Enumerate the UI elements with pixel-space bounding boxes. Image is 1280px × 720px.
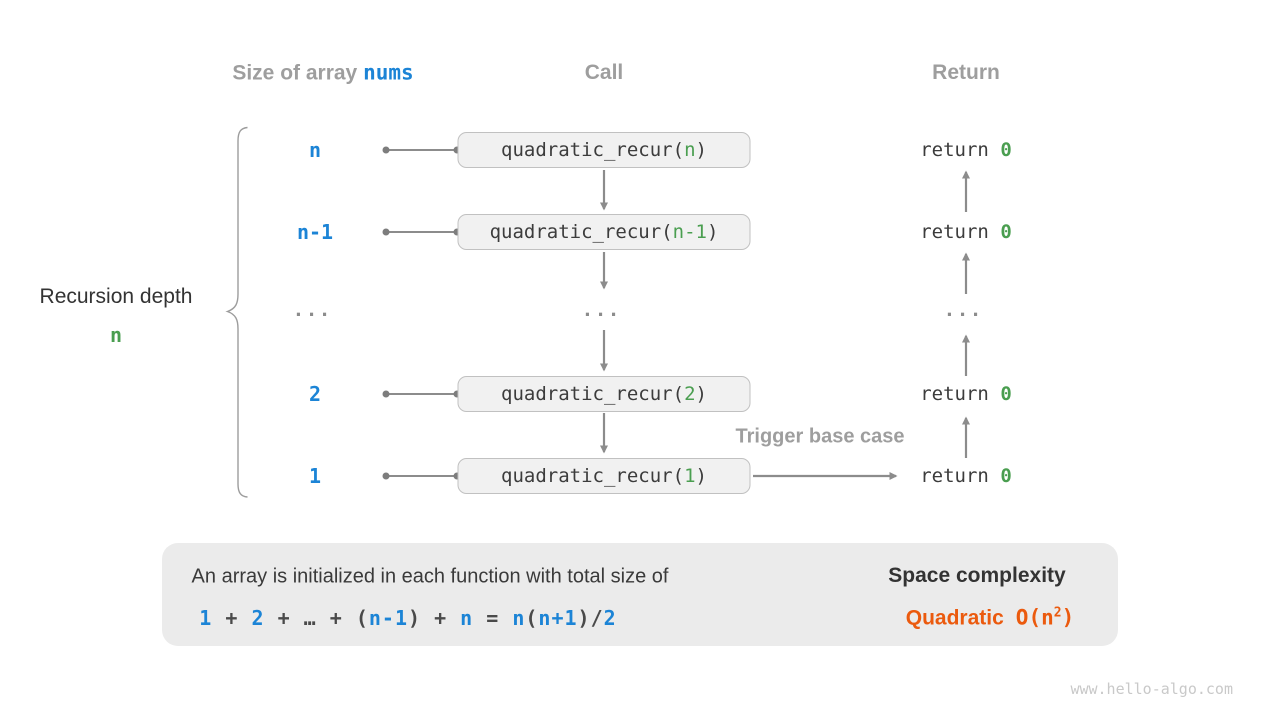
big-o-exponent: 2 [1053,605,1062,621]
formula-token: + [316,606,356,630]
formula-token: / [590,606,604,630]
size-header-code: nums [363,60,414,85]
size-label-2: 2 [308,382,322,406]
return-2: return 0 [920,383,1012,405]
size-ellipsis: ... [295,296,335,321]
recursion-depth-value: n [109,323,123,347]
call-box-1: quadratic_recur(1) [457,458,751,494]
formula-token: ) [407,606,422,630]
complexity-word: Quadratic [905,606,1004,630]
formula-token: ( [525,606,539,630]
call-fn: quadratic_recur( [489,221,673,243]
call-arg: 1 [684,465,696,487]
big-o-close: ) [1061,605,1075,630]
formula-token: n+1 [538,606,578,630]
formula-token: n [460,606,474,630]
formula-token: = [473,606,513,630]
size-column-header: Size of array nums [232,61,413,86]
formula-token: ) [577,606,591,630]
big-o-notation: O(n2) [1016,606,1074,630]
call-box-n-1: quadratic_recur(n-1) [457,214,751,250]
size-call-connectors [386,149,456,477]
return-value: 0 [1000,139,1012,161]
call-arg: 2 [684,383,696,405]
call-column-header: Call [584,61,624,84]
call-paren: ) [695,139,707,161]
formula-token: ( [355,606,369,630]
return-ellipsis: ... [946,296,986,321]
connector-dots [382,146,461,480]
call-paren: ) [695,465,707,487]
trigger-base-case-label: Trigger base case [735,425,905,448]
recursion-depth-brace [225,126,248,498]
return-value: 0 [1000,465,1012,487]
call-box-n: quadratic_recur(n) [457,132,751,168]
formula-token: 2 [251,606,265,630]
return-n-1: return 0 [920,221,1012,243]
watermark: www.hello-algo.com [1070,680,1233,698]
call-arg: n [684,139,696,161]
call-paren: ) [706,221,719,243]
return-value: 0 [1000,383,1012,405]
summary-panel: An array is initialized in each function… [162,543,1118,646]
return-n: return 0 [920,139,1012,161]
return-column-header: Return [932,61,1000,84]
return-keyword: return [920,465,1001,487]
size-label-1: 1 [308,464,322,488]
big-o-open: O( [1015,605,1042,630]
return-keyword: return [920,139,1001,161]
return-1: return 0 [920,465,1012,487]
size-label-n: n [308,138,322,162]
formula-token: n-1 [368,606,408,630]
formula-token: + [212,606,252,630]
recursion-depth-label: Recursion depth [39,285,193,308]
call-arg: n-1 [672,221,707,243]
return-keyword: return [920,383,1001,405]
call-ellipsis: ... [584,296,624,321]
call-paren: ) [695,383,707,405]
return-keyword: return [920,221,1001,243]
call-fn: quadratic_recur( [501,383,685,405]
call-fn: quadratic_recur( [501,465,685,487]
summary-text: An array is initialized in each function… [191,565,669,588]
formula-token: + [421,606,461,630]
summary-formula: 1 + 2 + … + (n-1) + n = n(n+1)/2 [199,606,616,630]
size-header-text: Size of array [232,61,364,85]
call-fn: quadratic_recur( [501,139,685,161]
call-box-2: quadratic_recur(2) [457,376,751,412]
formula-token: + [264,606,304,630]
size-label-n-1: n-1 [296,220,334,244]
formula-token: 2 [603,606,617,630]
space-complexity-value: Quadratic O(n2) [906,606,1074,631]
big-o-n: n [1041,605,1054,630]
space-complexity-title: Space complexity [888,564,1066,587]
formula-token: 1 [199,606,213,630]
return-value: 0 [1000,221,1012,243]
formula-token: n [512,606,526,630]
formula-token: … [303,606,317,630]
